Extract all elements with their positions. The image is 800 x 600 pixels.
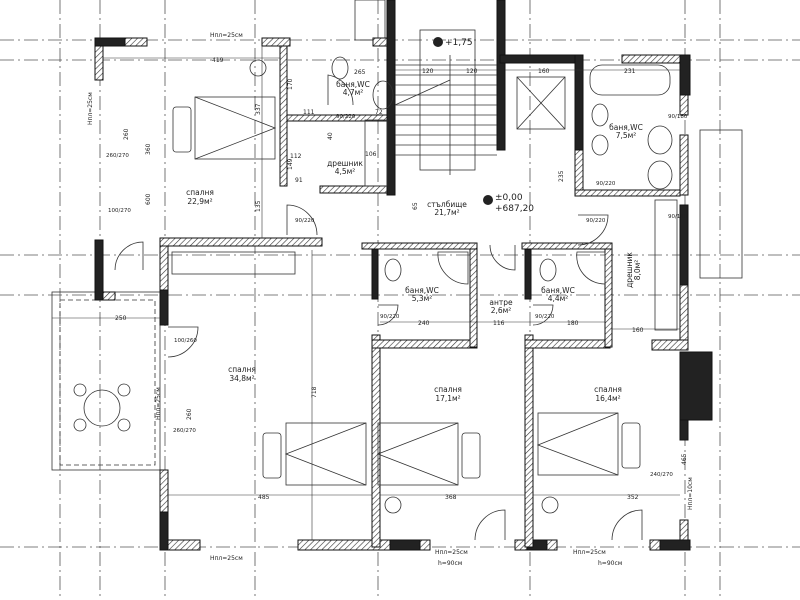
dimension: 718 [311, 386, 318, 398]
dimension: 91 [295, 177, 303, 184]
dimension: 600 [145, 193, 152, 205]
dimension: 235 [558, 170, 565, 182]
room-area: 4,5м² [335, 167, 356, 176]
dimension: 240 [418, 320, 430, 327]
terrace-right [699, 129, 743, 279]
sill-note: Нпл=25см [87, 92, 94, 125]
opening-tag: 90/220 [535, 314, 555, 320]
dimension: 111 [303, 109, 315, 116]
doors [114, 74, 643, 541]
room-name: спалня [434, 385, 462, 394]
opening-tag: 90/220 [586, 218, 606, 224]
rail-height: h=90см [438, 560, 462, 567]
opening-tag: 90/180 [668, 114, 688, 120]
dimension: 265 [354, 69, 366, 76]
room-name: баня,WC [336, 80, 370, 89]
level-floor-relative: ±0,00 [495, 193, 523, 203]
sill-note: Нпл=25см [210, 32, 243, 39]
opening-tag: 90/220 [295, 218, 315, 224]
dimension-lines [52, 46, 680, 540]
room-name: дрешник [625, 252, 634, 288]
room-name: дрешник [327, 159, 363, 168]
dimension: 352 [627, 494, 639, 501]
sill-note: Нпл=25см [435, 549, 468, 556]
sill-note: Нпл=25см [210, 555, 243, 562]
dimension: 120 [466, 68, 478, 75]
room-area: 4,7м² [343, 88, 364, 97]
dimension: 120 [422, 68, 434, 75]
opening-tag: 100/270 [108, 208, 131, 214]
sill-note: Нпл=25см [155, 387, 162, 420]
room-name: стълбище [427, 200, 467, 209]
dimension: 40 [327, 132, 334, 140]
opening-tag: 240/270 [650, 472, 673, 478]
opening-tags: 260/270 100/270 100/260 260/270 90/220 9… [106, 114, 688, 478]
dimension: 170 [287, 78, 294, 90]
room-area: 21,7м² [434, 208, 459, 217]
room-area: 7,5м² [616, 131, 637, 140]
room-name: антре [489, 298, 513, 307]
room-name: спалня [228, 365, 256, 374]
room-area: 34,8м² [229, 374, 254, 383]
level-marker-icon [433, 37, 443, 47]
opening-tag: 260/270 [106, 153, 129, 159]
elevator-shaft [516, 76, 566, 130]
dimension: 250 [115, 315, 127, 322]
dimension: 260 [186, 408, 193, 420]
opening-tag: 260/270 [173, 428, 196, 434]
dimension: 72 [375, 109, 383, 116]
walls [94, 0, 713, 551]
terrace-top [354, 0, 386, 41]
room-area: 2,6м² [491, 306, 512, 315]
dimension: 231 [624, 68, 636, 75]
sill-notes: Нпл=25см Нпл=25см Нпл=25см Нпл=25см Нпл=… [87, 32, 694, 567]
level-landing: +1,75 [445, 38, 473, 48]
staircase [394, 29, 497, 175]
dimension: 180 [567, 320, 579, 327]
opening-tag: 90/180 [668, 214, 688, 220]
room-name: баня,WC [405, 286, 439, 295]
dimension: 368 [445, 494, 457, 501]
dimension: 260 [123, 128, 130, 140]
opening-tag: 100/260 [174, 338, 197, 344]
room-area: 5,3м² [412, 294, 433, 303]
dimension: 135 [255, 200, 262, 212]
room-area: 4,4м² [548, 294, 569, 303]
room-name: спалня [186, 188, 214, 197]
dimension: 149 [287, 158, 294, 170]
dimension: 485 [258, 494, 270, 501]
level-marker-icon [483, 195, 493, 205]
furniture [171, 56, 678, 514]
room-name: спалня [594, 385, 622, 394]
dimension: 160 [538, 68, 550, 75]
room-area: 17,1м² [435, 394, 460, 403]
dimension-labels: 419 265 111 72 112 106 91 337 600 135 12… [115, 57, 688, 501]
level-marks: +1,75 ±0,00 +687,20 [433, 37, 534, 214]
room-labels: спалня 22,9м² баня,WC 4,7м² дрешник 4,5м… [186, 80, 643, 403]
room-name: баня,WC [541, 286, 575, 295]
dimension: 160 [632, 327, 644, 334]
dimension: 465 [681, 453, 688, 465]
balcony [51, 291, 161, 471]
room-area: 8,0м² [633, 260, 642, 281]
opening-tag: 90/220 [380, 314, 400, 320]
dimension: 65 [412, 202, 419, 210]
level-floor-absolute: +687,20 [495, 204, 534, 214]
dimension: 106 [365, 151, 377, 158]
room-area: 22,9м² [187, 197, 212, 206]
opening-tag: 90/220 [336, 114, 356, 120]
dimension: 116 [493, 320, 505, 327]
dimension: 337 [255, 103, 262, 115]
rail-height: h=90см [598, 560, 622, 567]
room-name: баня,WC [609, 123, 643, 132]
dimension: 112 [290, 153, 302, 160]
sill-note: Нпл=10см [687, 477, 694, 510]
dining-table [83, 389, 121, 427]
dimension: 419 [212, 57, 224, 64]
sill-note: Нпл=25см [573, 549, 606, 556]
opening-tag: 90/220 [596, 181, 616, 187]
dimension: 360 [145, 143, 152, 155]
room-area: 16,4м² [595, 394, 620, 403]
